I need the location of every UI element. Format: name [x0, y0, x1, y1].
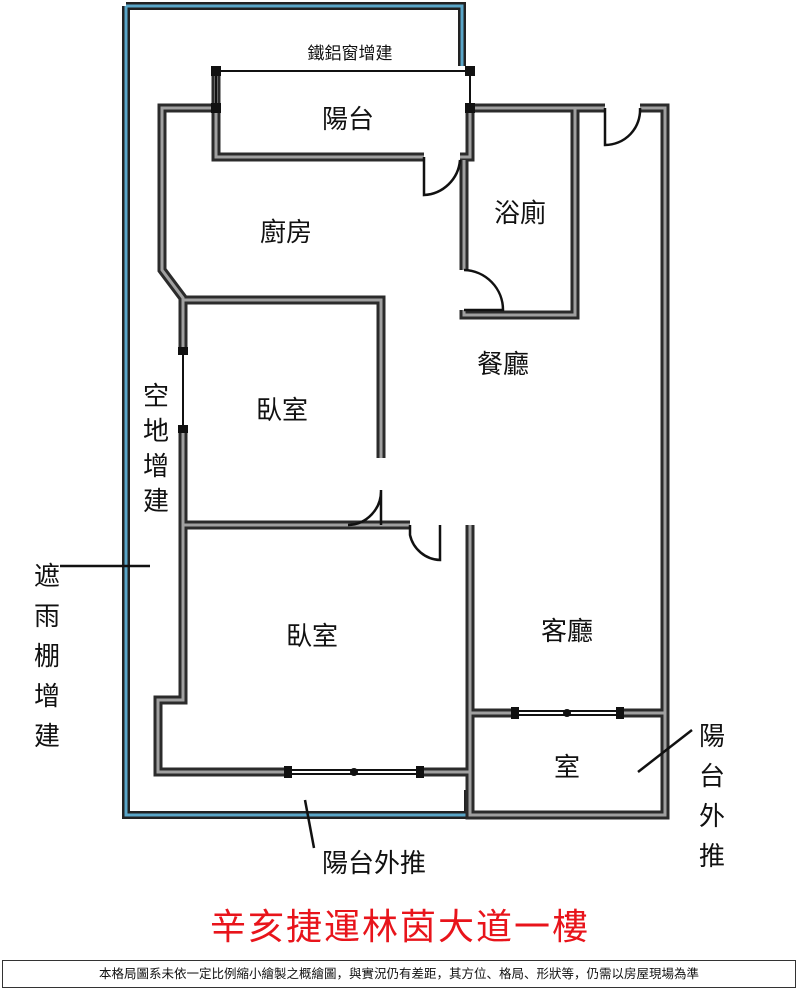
room-balcony: 陽台	[322, 105, 374, 135]
vertical-char: 增	[143, 452, 169, 482]
walls	[153, 72, 670, 820]
room-bathroom: 浴廁	[494, 199, 546, 229]
label-awning-addition: 遮 雨 棚 增 建	[34, 562, 60, 752]
vertical-char: 遮	[34, 562, 60, 592]
room-kitchen: 廚房	[260, 218, 312, 248]
room-bedroom-1: 臥室	[256, 396, 308, 426]
room-bedroom-2: 臥室	[286, 622, 338, 652]
vertical-char: 陽	[699, 722, 725, 752]
label-open-space-addition: 空 地 增 建	[143, 382, 169, 517]
vertical-char: 雨	[34, 602, 60, 632]
label-balcony-extension-bottom: 陽台外推	[322, 849, 426, 879]
room-living: 客廳	[541, 617, 593, 647]
vertical-char: 棚	[34, 642, 60, 672]
plan-title: 辛亥捷運林茵大道一樓	[209, 907, 590, 948]
room-small: 室	[554, 753, 580, 783]
vertical-char: 空	[143, 382, 169, 412]
room-dining: 餐廳	[477, 350, 529, 380]
label-window-addition: 鐵鋁窗增建	[308, 44, 393, 64]
vertical-char: 台	[699, 762, 725, 792]
label-balcony-extension-right: 陽 台 外 推	[699, 722, 725, 872]
disclaimer: 本格局圖系未依一定比例縮小繪製之概繪圖，與實況仍有差距，其方位、格局、形狀等，仍…	[2, 960, 796, 988]
vertical-char: 增	[34, 682, 60, 712]
vertical-char: 外	[699, 802, 725, 832]
vertical-char: 建	[143, 487, 169, 517]
leader-lines	[60, 564, 693, 849]
vertical-char: 推	[699, 842, 725, 872]
windows	[178, 66, 624, 778]
vertical-char: 地	[143, 417, 169, 447]
doors	[347, 107, 642, 562]
vertical-char: 建	[34, 722, 60, 752]
